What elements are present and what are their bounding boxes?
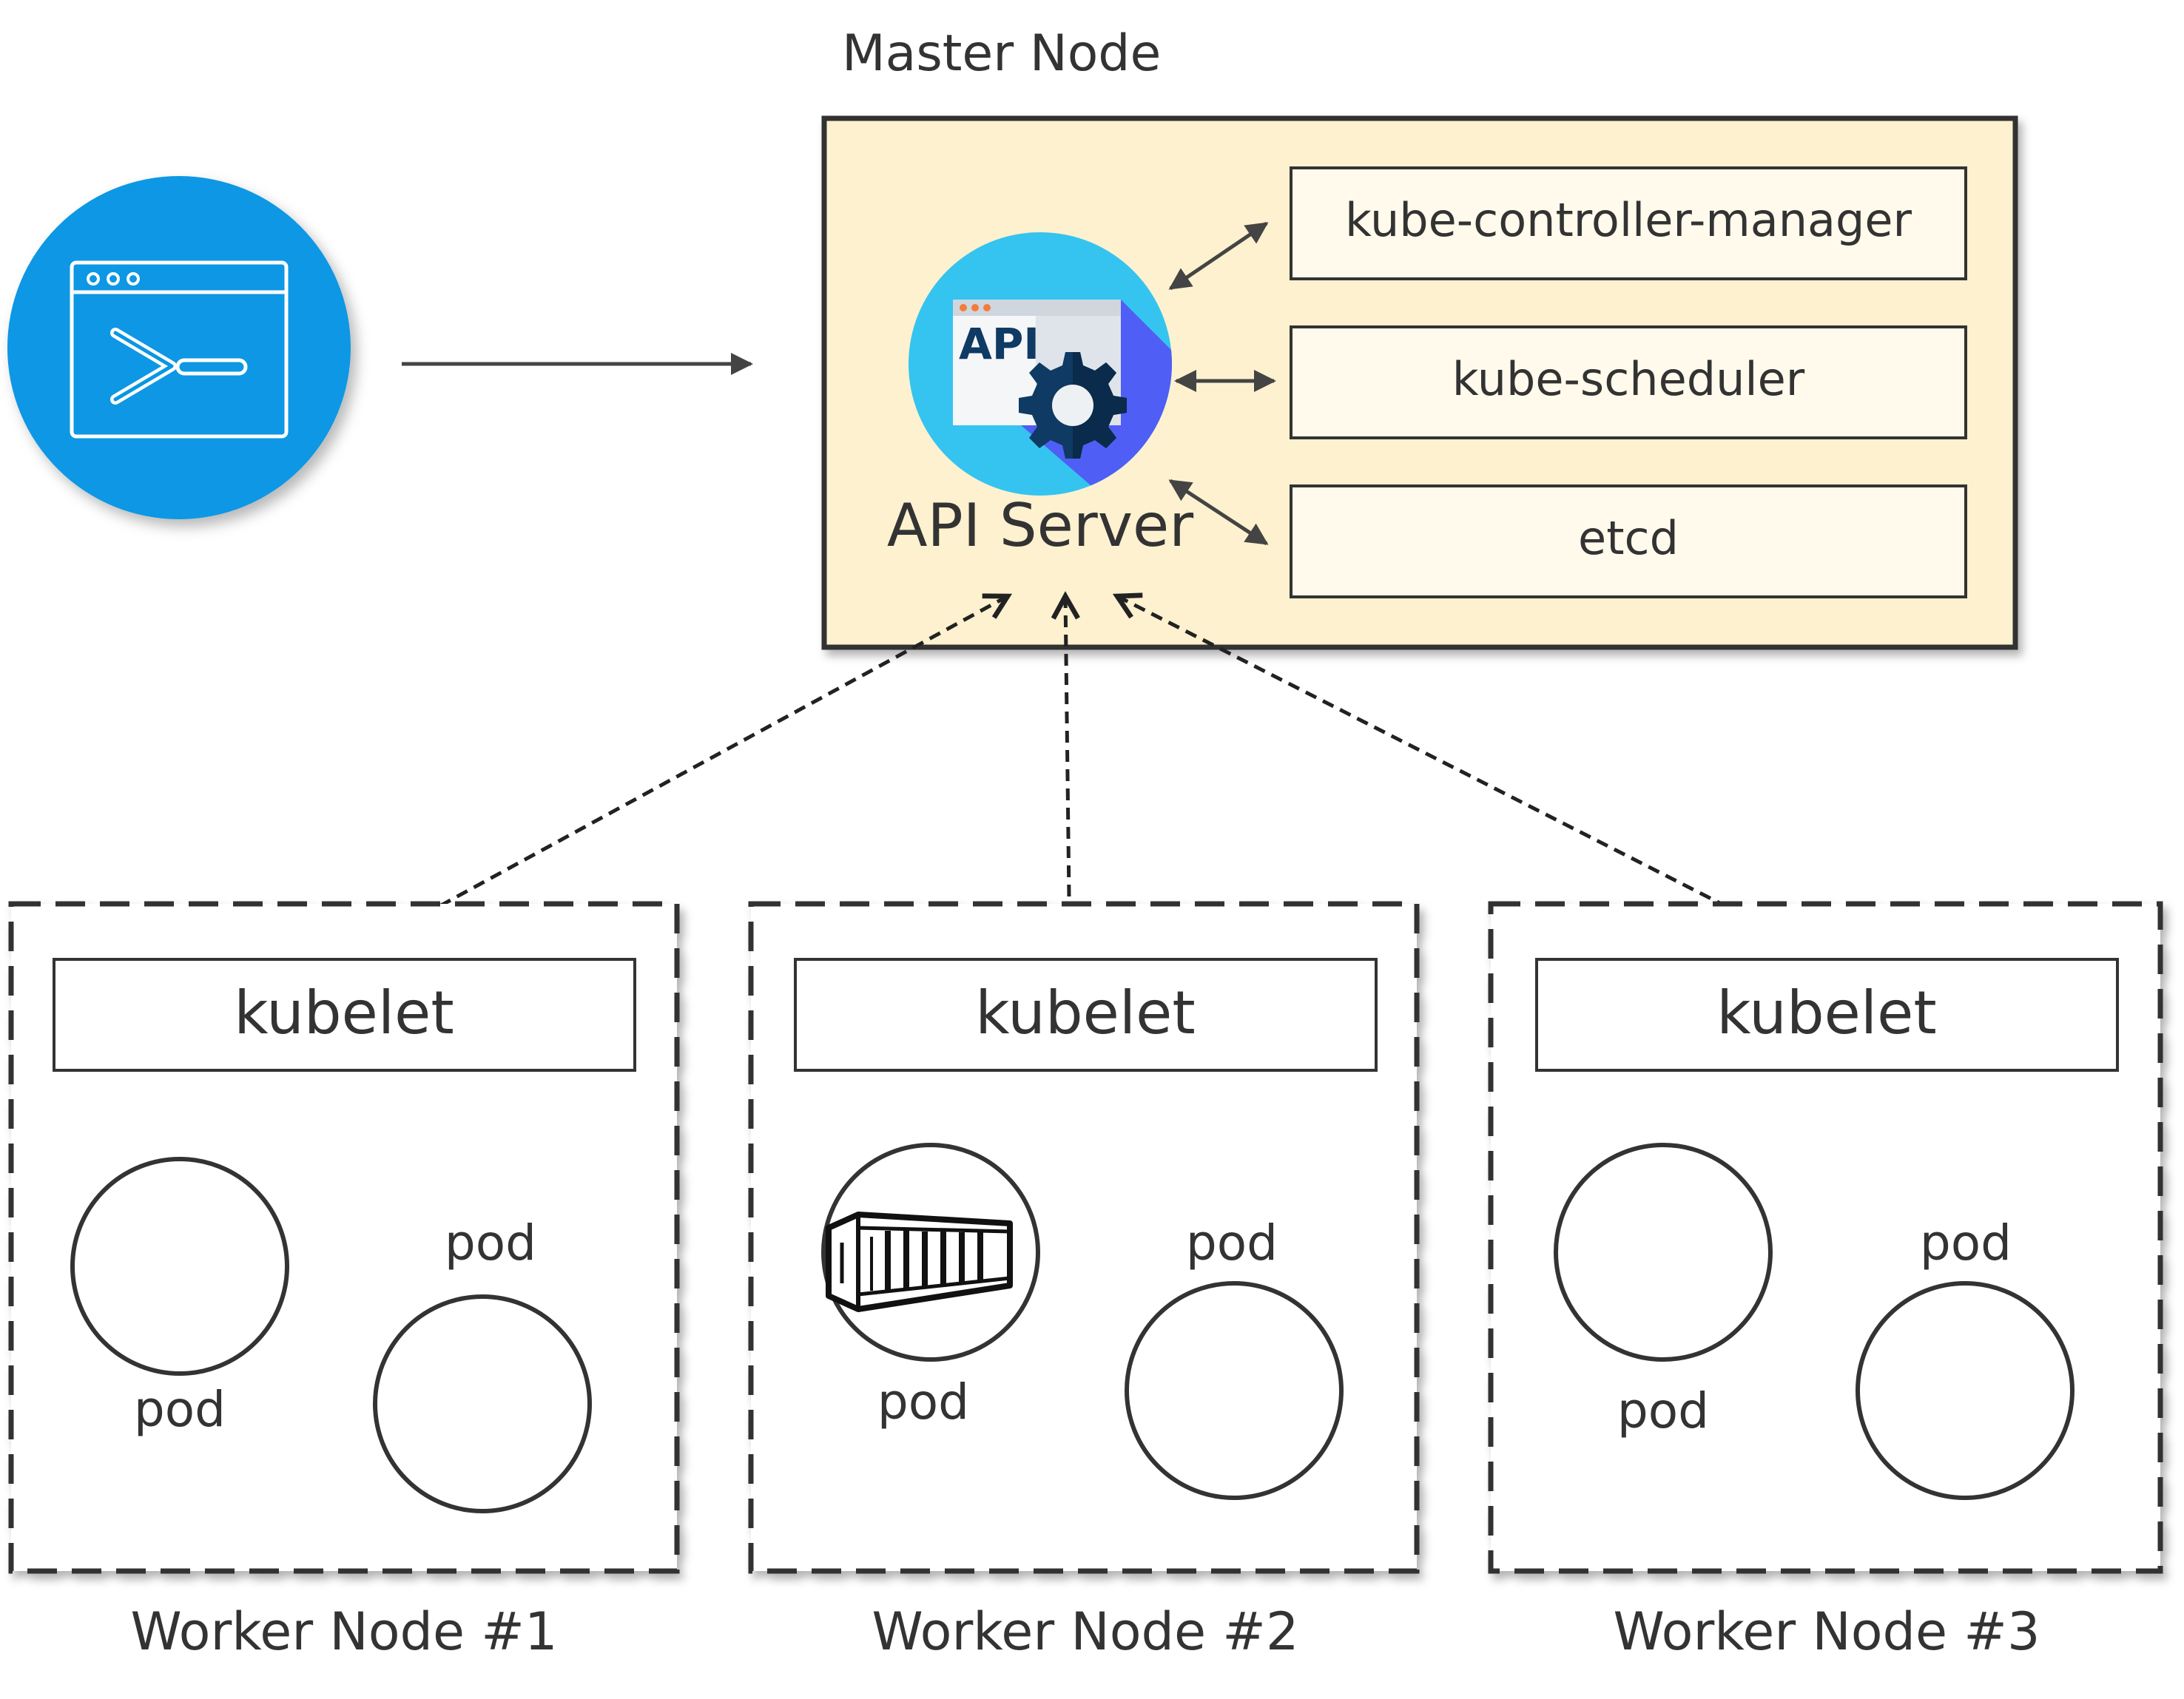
kubelet-box [1535, 958, 2119, 1072]
api-worker2-arrow [1065, 596, 1070, 958]
component-label: etcd [1578, 511, 1679, 565]
pod-circle [373, 1294, 592, 1513]
kubelet-box [53, 958, 636, 1072]
api-etcd-arrow [1168, 479, 1269, 546]
api-worker3-arrow [1117, 596, 1827, 958]
worker-node-3-title: Worker Node #3 [1614, 1601, 2040, 1662]
pod-circle [1554, 1143, 1773, 1362]
worker-node-3: kubelet pod pod [1488, 901, 2163, 1574]
api-gear-icon: API [909, 232, 1172, 496]
kubelet-label: kubelet [975, 979, 1195, 1047]
container-icon [826, 1212, 1013, 1312]
pod-label: pod [1920, 1215, 2012, 1271]
api-worker1-arrow [345, 596, 1008, 958]
pod-circle [1125, 1281, 1344, 1500]
component-etcd: etcd [1290, 484, 1967, 598]
api-icon-text: API [959, 319, 1039, 369]
api-server-label: API Server [887, 491, 1193, 560]
api-controller-arrow [1168, 221, 1269, 291]
worker-node-1-title: Worker Node #1 [131, 1601, 558, 1662]
master-node-title: Master Node [842, 24, 1161, 83]
pod-label: pod [1617, 1382, 1709, 1439]
terminal-icon [7, 176, 351, 519]
pod-label: pod [134, 1381, 226, 1438]
component-kube-controller-manager: kube-controller-manager [1290, 166, 1967, 280]
kubelet-label: kubelet [234, 979, 454, 1047]
component-label: kube-controller-manager [1345, 193, 1912, 247]
worker-node-2: kubelet pod pod [748, 901, 1420, 1574]
component-kube-scheduler: kube-scheduler [1290, 325, 1967, 439]
worker-node-2-title: Worker Node #2 [872, 1601, 1299, 1662]
component-label: kube-scheduler [1452, 352, 1805, 406]
kubelet-box [794, 958, 1378, 1072]
pod-label: pod [1186, 1215, 1278, 1271]
worker-node-1: kubelet pod pod [8, 901, 680, 1574]
pod-label: pod [877, 1374, 969, 1431]
pod-circle [1856, 1281, 2075, 1500]
kubelet-label: kubelet [1716, 979, 1936, 1047]
pod-circle [70, 1157, 289, 1376]
pod-label: pod [445, 1215, 536, 1271]
